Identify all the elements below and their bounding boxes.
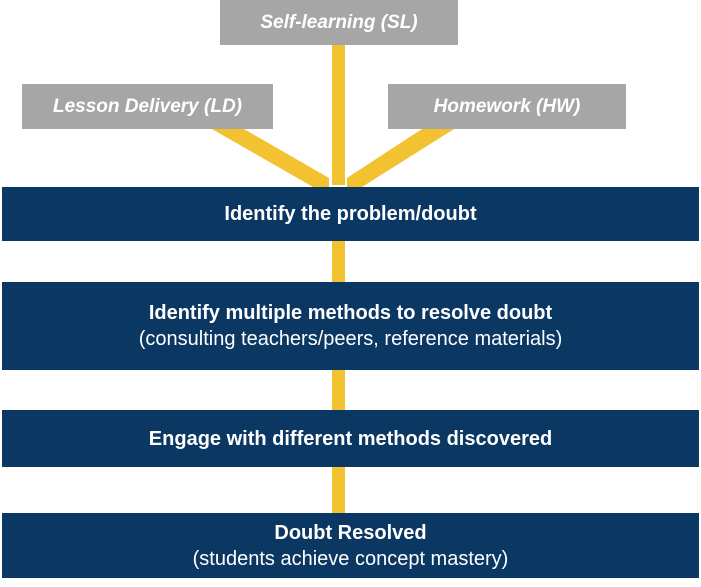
step-2-title: Identify multiple methods to resolve dou… [148,302,553,324]
step-2-subtitle: (consulting teachers/peers, reference ma… [138,328,563,350]
connector-step1-step2 [332,241,345,282]
source-homework-label: Homework (HW) [433,95,581,117]
connector-ld [212,129,329,187]
source-self-learning-label: Self-learning (SL) [260,11,418,33]
step-4-title: Doubt Resolved [274,521,427,544]
step-4-subtitle: (students achieve concept mastery) [192,547,509,570]
source-self-learning: Self-learning (SL) [220,0,458,45]
step-identify-methods: Identify multiple methods to resolve dou… [2,282,699,370]
connector-sl [332,45,345,185]
connector-step3-step4 [332,467,345,513]
step-doubt-resolved: Doubt Resolved (students achieve concept… [2,513,699,578]
connector-hw [347,129,454,187]
connector-step2-step3 [332,370,345,410]
step-1-title: Identify the problem/doubt [224,203,477,225]
step-identify-problem: Identify the problem/doubt [2,187,699,241]
source-homework: Homework (HW) [388,84,626,129]
source-lesson-delivery-label: Lesson Delivery (LD) [53,95,242,117]
step-3-title: Engage with different methods discovered [148,427,553,450]
step-engage-methods: Engage with different methods discovered [2,410,699,467]
source-lesson-delivery: Lesson Delivery (LD) [22,84,273,129]
